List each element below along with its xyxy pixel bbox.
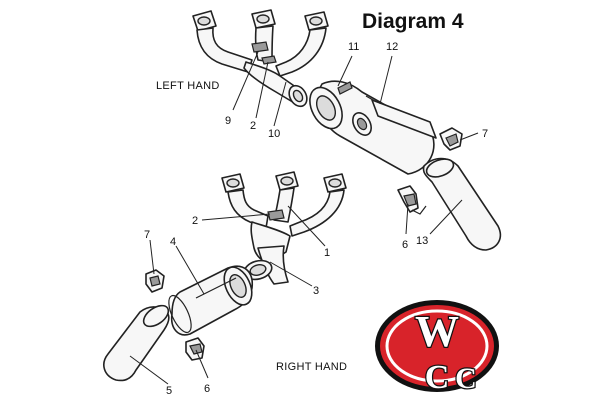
right-flange-2: [275, 171, 299, 191]
callout-left-13: 13: [416, 235, 428, 247]
logo-letter-w: W: [415, 307, 459, 356]
left-header-pipe-1: [196, 27, 253, 73]
left-header-pipe-3: [275, 27, 327, 77]
right-flange-3: [323, 173, 347, 193]
callout-numbers: 9 2 10 11 12 7 6 13 2 1 3 7 4 5 6: [144, 41, 488, 397]
right-muffler: [168, 265, 253, 336]
logo-red-field: [380, 305, 494, 387]
callout-left-11: 11: [348, 41, 359, 53]
callout-left-2: 2: [250, 120, 256, 132]
right-header-pipe-3: [289, 189, 345, 237]
callout-left-9: 9: [225, 115, 231, 127]
callout-left-6: 6: [402, 239, 408, 251]
callout-right-1: 1: [324, 247, 330, 259]
leader-lines: [129, 51, 479, 385]
callout-right-3: 3: [313, 285, 319, 297]
right-hand-header-assembly: [221, 171, 347, 285]
left-flange-1: [192, 10, 217, 32]
callout-left-12: 12: [386, 41, 398, 53]
logo-letter-c-left: C: [425, 359, 450, 396]
right-flange-1: [221, 173, 245, 193]
callout-right-5: 5: [166, 385, 172, 397]
left-muffler-shield: [371, 99, 437, 139]
left-clamp-2: [261, 55, 277, 65]
logo-letter-c-right: C: [455, 362, 477, 395]
callout-right-4: 4: [170, 236, 176, 248]
right-clamp-2: [267, 209, 285, 221]
left-hand-label: LEFT HAND: [156, 80, 220, 92]
left-hand-header-assembly: [192, 9, 329, 108]
left-bracket-7: [439, 127, 463, 151]
right-bracket-7: [145, 269, 165, 293]
right-header-pipe-1: [227, 189, 269, 229]
left-flange-2: [251, 9, 276, 29]
left-hanger-6: [397, 185, 427, 215]
left-muffler-clamp: [337, 81, 353, 95]
right-hanger-6: [185, 337, 205, 361]
logo-inner-ring: [385, 309, 489, 383]
left-flange-3: [304, 11, 329, 31]
callout-right-7: 7: [144, 229, 150, 241]
callout-right-6: 6: [204, 383, 210, 395]
left-outlet-flange: [288, 84, 308, 108]
diagram-title: Diagram 4: [362, 10, 464, 33]
callout-left-10: 10: [268, 128, 280, 140]
callout-left-7: 7: [482, 128, 488, 140]
left-muffler-assembly: [309, 80, 437, 175]
callout-right-2: 2: [192, 215, 198, 227]
wcc-logo: W C C: [375, 300, 499, 397]
right-hand-label: RIGHT HAND: [276, 361, 347, 373]
left-clamp-9: [251, 41, 269, 53]
